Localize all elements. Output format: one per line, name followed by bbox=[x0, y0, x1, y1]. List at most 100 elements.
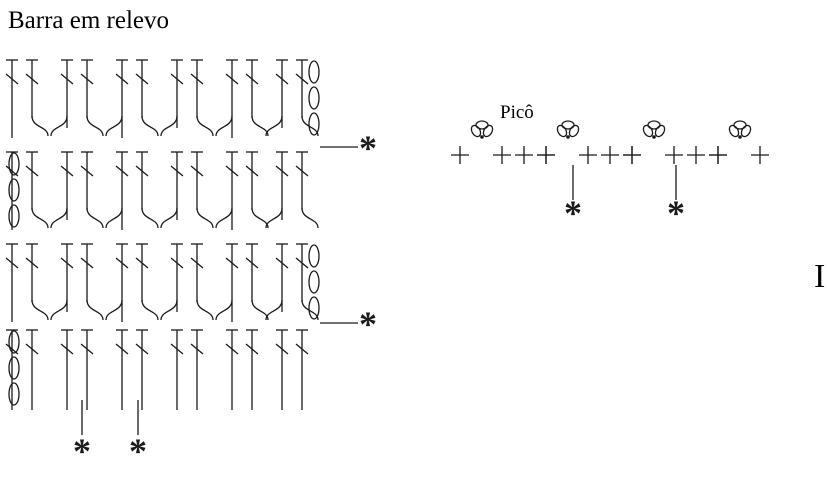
relief-curve bbox=[215, 207, 233, 229]
picot bbox=[642, 120, 666, 139]
single-crochet bbox=[665, 146, 683, 164]
stitch-slash bbox=[225, 73, 239, 85]
stitch-slash bbox=[25, 257, 39, 269]
relief-curve bbox=[86, 207, 104, 229]
slip-stitch bbox=[480, 135, 484, 139]
picot bbox=[470, 120, 494, 139]
stitch-slash bbox=[135, 257, 149, 269]
stitch-slash bbox=[60, 165, 74, 177]
picot-chain bbox=[568, 124, 580, 138]
relief-curve bbox=[160, 115, 178, 137]
relief-curve bbox=[86, 115, 104, 137]
relief-curve bbox=[141, 299, 159, 321]
stitch-slash bbox=[135, 343, 149, 355]
stitch-slash bbox=[25, 165, 39, 177]
picot-chain bbox=[561, 120, 575, 130]
slip-stitch bbox=[566, 135, 570, 139]
stitch-slash bbox=[135, 73, 149, 85]
stitch-slash bbox=[190, 343, 204, 355]
picot bbox=[556, 120, 580, 139]
relief-row bbox=[5, 59, 320, 138]
single-crochet bbox=[687, 146, 705, 164]
single-crochet bbox=[623, 146, 641, 164]
picot-chain bbox=[733, 120, 747, 130]
relief-curve bbox=[301, 115, 319, 137]
stitch-slash bbox=[295, 343, 309, 355]
relief-curve bbox=[251, 299, 269, 321]
chain-stitch bbox=[308, 270, 320, 294]
diagram-title: Barra em relevo bbox=[8, 7, 169, 34]
stitch-slash bbox=[170, 343, 184, 355]
single-crochet bbox=[751, 146, 769, 164]
relief-curve bbox=[105, 115, 123, 137]
stitch-slash bbox=[225, 343, 239, 355]
stitch-slash bbox=[190, 73, 204, 85]
chain-stitch bbox=[308, 112, 320, 136]
marker-asterisk: * bbox=[564, 193, 582, 233]
stitch-slash bbox=[275, 73, 289, 85]
stitch-slash bbox=[170, 165, 184, 177]
relief-row bbox=[5, 243, 320, 322]
relief-curve bbox=[31, 207, 49, 229]
relief-bar-chart: **** bbox=[5, 59, 377, 471]
relief-curve bbox=[141, 207, 159, 229]
pico-label: Picô bbox=[500, 102, 534, 123]
chain-stitch bbox=[8, 382, 20, 406]
picot bbox=[728, 120, 752, 139]
stitch-slash bbox=[115, 257, 129, 269]
chain-stitch bbox=[8, 152, 20, 176]
marker-asterisk: * bbox=[667, 193, 685, 233]
chain-stitch bbox=[8, 356, 20, 380]
relief-curve bbox=[265, 115, 283, 137]
relief-curve bbox=[160, 207, 178, 229]
relief-curve bbox=[196, 207, 214, 229]
single-crochet bbox=[579, 146, 597, 164]
picot-chain bbox=[740, 124, 752, 138]
stitch-slash bbox=[170, 73, 184, 85]
chain-stitch bbox=[8, 204, 20, 228]
picot-chain bbox=[654, 124, 666, 138]
relief-curve bbox=[301, 299, 319, 321]
stitch-slash bbox=[80, 73, 94, 85]
single-crochet bbox=[515, 146, 533, 164]
relief-curve bbox=[31, 115, 49, 137]
relief-curve bbox=[215, 115, 233, 137]
stitch-slash bbox=[135, 165, 149, 177]
stitch-slash bbox=[295, 73, 309, 85]
stitch-slash bbox=[60, 343, 74, 355]
relief-curve bbox=[50, 207, 68, 229]
stitch-slash bbox=[80, 257, 94, 269]
stitch-slash bbox=[80, 165, 94, 177]
relief-curve bbox=[251, 207, 269, 229]
relief-curve bbox=[105, 207, 123, 229]
stitch-slash bbox=[245, 257, 259, 269]
marker-asterisk: * bbox=[359, 304, 377, 344]
stitch-slash bbox=[275, 165, 289, 177]
stitch-slash bbox=[60, 257, 74, 269]
relief-row bbox=[5, 329, 309, 410]
relief-curve bbox=[105, 299, 123, 321]
relief-curve bbox=[196, 115, 214, 137]
chain-stitch bbox=[308, 86, 320, 110]
single-crochet bbox=[601, 146, 619, 164]
relief-curve bbox=[196, 299, 214, 321]
relief-curve bbox=[50, 115, 68, 137]
chain-stitch bbox=[308, 296, 320, 320]
stitch-slash bbox=[25, 73, 39, 85]
stitch-slash bbox=[190, 257, 204, 269]
chain-stitch bbox=[308, 244, 320, 268]
relief-curve bbox=[86, 299, 104, 321]
relief-curve bbox=[141, 115, 159, 137]
single-crochet bbox=[709, 146, 727, 164]
stitch-slash bbox=[5, 73, 19, 85]
stitch-slash bbox=[225, 165, 239, 177]
marker-asterisk: * bbox=[129, 431, 147, 471]
pico-edging-chart: ** bbox=[451, 120, 769, 233]
relief-curve bbox=[301, 207, 319, 229]
single-crochet bbox=[451, 146, 469, 164]
relief-curve bbox=[160, 299, 178, 321]
picot-chain bbox=[647, 120, 661, 130]
slip-stitch bbox=[652, 135, 656, 139]
chain-stitch bbox=[8, 330, 20, 354]
